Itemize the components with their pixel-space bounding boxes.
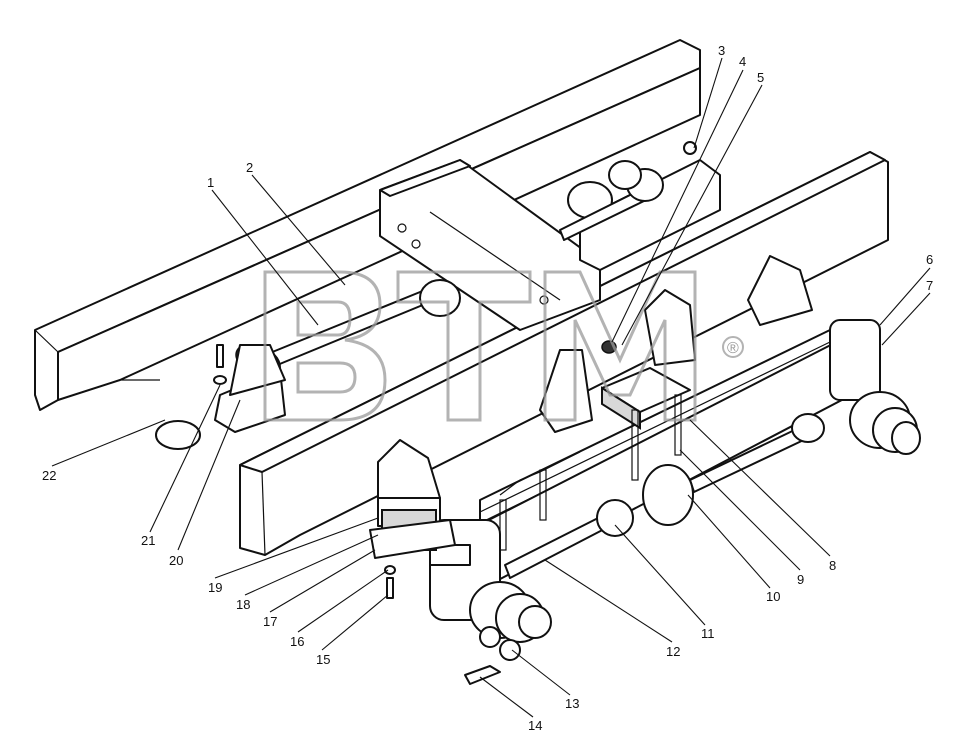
callout-labels: 1 2 3 4 5 6 7 8 9 10 11 12 13 14 15 16 1…	[42, 43, 933, 733]
spring-bracket-right	[747, 255, 813, 326]
callout-6: 6	[926, 252, 933, 267]
callout-16: 16	[290, 634, 304, 649]
callout-2: 2	[246, 160, 253, 175]
bracket-rear-left	[214, 344, 286, 433]
callout-17: 17	[263, 614, 277, 629]
callout-10: 10	[766, 589, 780, 604]
lower-torque-rod-front	[504, 499, 634, 579]
callout-11: 11	[701, 626, 715, 641]
callout-20: 20	[169, 553, 183, 568]
callout-3: 3	[718, 43, 725, 58]
callout-19: 19	[208, 580, 222, 595]
callout-12: 12	[666, 644, 680, 659]
callout-18: 18	[236, 597, 250, 612]
callout-9: 9	[797, 572, 804, 587]
leader-lines	[51, 57, 931, 718]
hardware-items	[155, 141, 697, 685]
spring-bracket-19	[369, 439, 456, 559]
differential-cover	[642, 464, 694, 526]
wheel-hub-right	[829, 319, 921, 455]
bracket-front-right	[644, 289, 696, 366]
callout-5: 5	[757, 70, 764, 85]
callout-8: 8	[829, 558, 836, 573]
callout-7: 7	[926, 278, 933, 293]
callout-15: 15	[316, 652, 330, 667]
spring-bracket-mid	[539, 349, 593, 433]
callout-22: 22	[42, 468, 56, 483]
callout-13: 13	[565, 696, 579, 711]
callout-1: 1	[207, 175, 214, 190]
watermark: ®	[263, 270, 744, 422]
u-bolts	[499, 394, 682, 551]
watermark-mark: ®	[727, 340, 739, 357]
callout-4: 4	[739, 54, 746, 69]
callout-21: 21	[141, 533, 155, 548]
callout-14: 14	[528, 718, 542, 733]
cross-rod	[559, 160, 664, 241]
spring-seat-plate	[601, 367, 691, 430]
